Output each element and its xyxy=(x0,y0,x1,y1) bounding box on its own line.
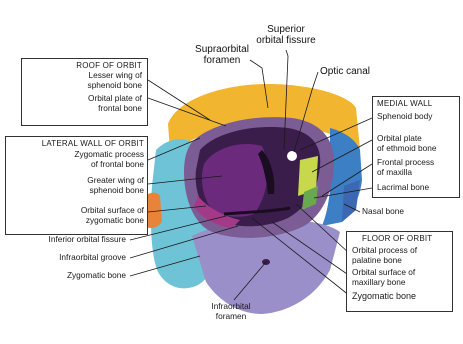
optic-canal-label: Optic canal xyxy=(320,66,370,77)
zygomatic-bone-floor-label: Zygomatic bone xyxy=(352,292,416,302)
lateral-heading: LATERAL WALL OF ORBIT xyxy=(8,139,144,149)
medial-heading: MEDIAL WALL xyxy=(377,99,432,109)
infraorbital-groove-label: Infraorbital groove xyxy=(2,253,126,263)
floor-heading: FLOOR OF ORBIT xyxy=(362,234,432,244)
sphenoid-body-label: Sphenoid body xyxy=(377,112,432,122)
nasal-bone-label: Nasal bone xyxy=(362,207,404,217)
inferior-orbital-fissure-label: Inferior orbital fissure xyxy=(2,235,126,245)
optic-canal-shape xyxy=(287,151,297,161)
nasal-bone-region xyxy=(342,180,360,222)
zygomatic-bone-label: Zygomatic bone xyxy=(2,271,126,281)
lacrimal-bone-label: Lacrimal bone xyxy=(377,183,429,193)
